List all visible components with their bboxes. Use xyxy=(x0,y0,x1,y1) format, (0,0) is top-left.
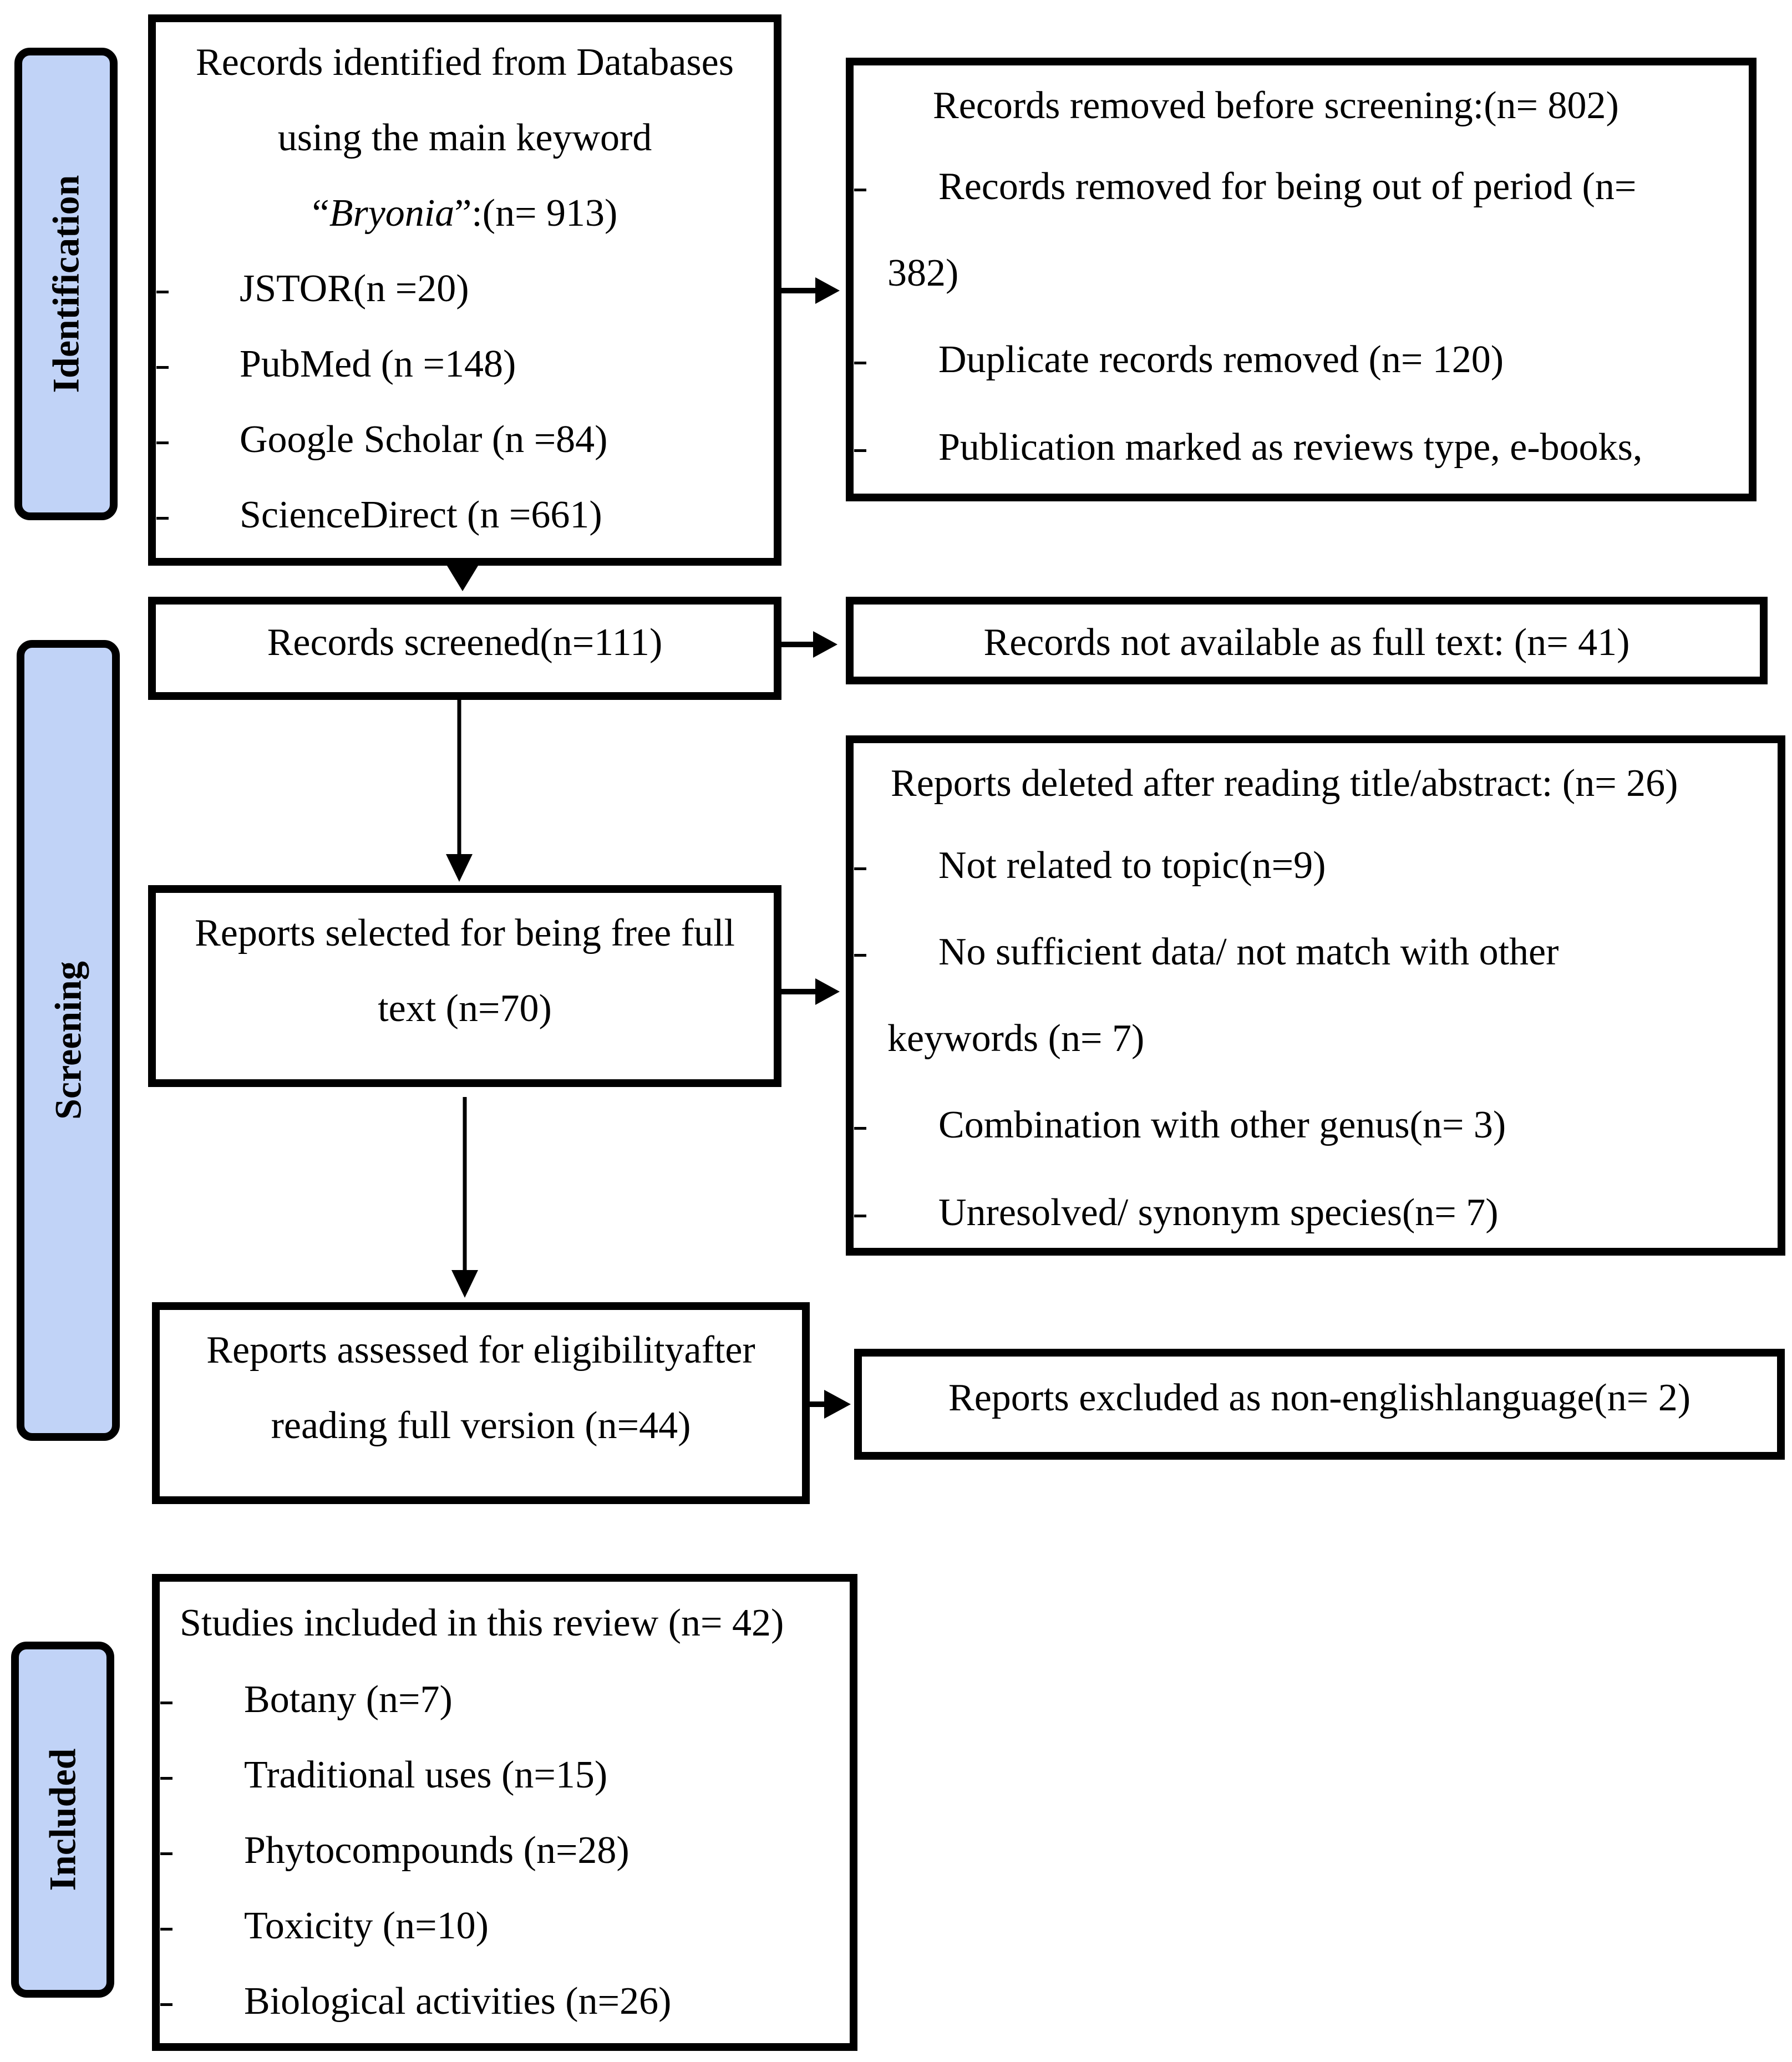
phase-identification: Identification xyxy=(14,48,118,520)
identified-title-line1: Records identified from Databases xyxy=(196,41,734,84)
keyword-text: Bryonia xyxy=(329,192,455,235)
phase-screening: Screening xyxy=(17,640,120,1441)
deleted-item2-line1: No sufficient data/ not match with other xyxy=(938,931,1559,973)
removed-item3: Publication marked as reviews type, e-bo… xyxy=(938,426,1643,469)
bullet-dash xyxy=(160,1702,172,1704)
phase-included: Included xyxy=(11,1642,114,1998)
arrowhead-icon xyxy=(451,1270,478,1298)
removed-box xyxy=(846,58,1757,501)
deleted-item1: Not related to topic(n=9) xyxy=(938,844,1326,887)
bullet-dash xyxy=(160,1928,172,1931)
free-full-line2: text (n=70) xyxy=(378,987,552,1030)
included-item-botany: Botany (n=7) xyxy=(244,1678,453,1721)
deleted-box xyxy=(846,735,1785,1256)
keyword-count: ”:(n= 913) xyxy=(454,192,618,235)
identified-box xyxy=(148,14,781,566)
bullet-dash xyxy=(854,1127,866,1130)
bullet-dash xyxy=(156,366,169,369)
free-full-box xyxy=(148,885,781,1087)
removed-item1-line1: Records removed for being out of period … xyxy=(938,165,1637,208)
free-full-line1: Reports selected for being free full xyxy=(195,912,735,954)
identified-title-line2: using the main keyword xyxy=(277,116,652,159)
bullet-dash xyxy=(854,954,866,957)
source-pubmed: PubMed (n =148) xyxy=(240,343,516,385)
included-item-biological: Biological activities (n=26) xyxy=(244,1980,672,2023)
included-title: Studies included in this review (n= 42) xyxy=(180,1602,784,1644)
keyword-open-quote: “ xyxy=(312,192,329,235)
bullet-dash xyxy=(854,362,866,364)
screened-label: Records screened(n=111) xyxy=(267,621,663,664)
excluded-box xyxy=(854,1349,1785,1460)
removed-item1-line2: 382) xyxy=(887,252,959,294)
arrowhead-icon xyxy=(446,854,473,882)
source-jstor: JSTOR(n =20) xyxy=(240,267,469,310)
removed-title: Records removed before screening:(n= 802… xyxy=(933,84,1619,127)
arrowhead-icon xyxy=(813,631,837,658)
identified-keyword-line: “Bryonia”:(n= 913) xyxy=(148,194,781,233)
arrowhead-icon xyxy=(815,978,840,1005)
included-item-toxicity: Toxicity (n=10) xyxy=(244,1904,489,1947)
assessed-line2: reading full version (n=44) xyxy=(271,1404,691,1447)
deleted-title: Reports deleted after reading title/abst… xyxy=(891,762,1678,805)
bullet-dash xyxy=(854,449,866,452)
not-available-label: Records not available as full text: (n= … xyxy=(983,621,1630,664)
included-box xyxy=(152,1574,857,2051)
bullet-dash xyxy=(160,2003,172,2006)
source-google-scholar: Google Scholar (n =84) xyxy=(240,418,608,461)
bullet-dash xyxy=(854,867,866,870)
deleted-item3: Combination with other genus(n= 3) xyxy=(938,1104,1506,1146)
included-item-phytocompounds: Phytocompounds (n=28) xyxy=(244,1829,630,1872)
bullet-dash xyxy=(156,441,169,444)
bullet-dash xyxy=(156,517,169,520)
deleted-item2-line2: keywords (n= 7) xyxy=(887,1017,1145,1060)
removed-item2: Duplicate records removed (n= 120) xyxy=(938,338,1504,381)
bullet-dash xyxy=(160,1777,172,1780)
deleted-item4: Unresolved/ synonym species(n= 7) xyxy=(938,1191,1499,1234)
source-sciencedirect: ScienceDirect (n =661) xyxy=(240,494,602,536)
bullet-dash xyxy=(160,1852,172,1855)
arrow-identified-to-screened xyxy=(447,566,478,591)
bullet-dash xyxy=(854,189,866,191)
excluded-label: Reports excluded as non-englishlanguage(… xyxy=(948,1377,1691,1419)
bullet-dash xyxy=(854,1215,866,1217)
screened-box xyxy=(148,597,781,700)
arrowhead-icon xyxy=(815,277,840,304)
arrowhead-icon xyxy=(824,1390,851,1419)
not-available-box xyxy=(846,597,1768,684)
assessed-box xyxy=(152,1302,810,1504)
assessed-line1: Reports assessed for eligibilityafter xyxy=(206,1329,755,1372)
bullet-dash xyxy=(156,291,169,293)
included-item-traditional: Traditional uses (n=15) xyxy=(244,1754,608,1796)
